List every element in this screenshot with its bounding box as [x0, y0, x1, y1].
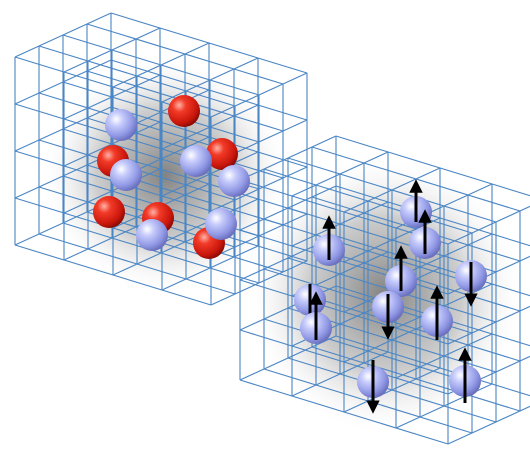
- right-lattice-particles: [294, 179, 487, 414]
- spin-particle: [455, 260, 487, 307]
- spin-particle: [294, 284, 326, 316]
- spin-particle: [372, 291, 404, 340]
- blue-particle: [136, 219, 168, 251]
- spin-particle: [313, 215, 345, 266]
- spin-particle: [300, 291, 332, 344]
- red-particle: [168, 95, 200, 127]
- blue-particle: [180, 145, 212, 177]
- red-particle: [93, 196, 125, 228]
- blue-particle: [110, 159, 142, 191]
- blue-particle: [105, 109, 137, 141]
- spin-particle: [409, 209, 441, 259]
- spin-particle: [449, 347, 481, 403]
- blue-particle: [218, 165, 250, 197]
- spin-particle: [421, 285, 453, 340]
- left-lattice-particles: [93, 95, 250, 259]
- spin-particle: [385, 245, 417, 297]
- spin-particle: [357, 360, 389, 414]
- blue-particle: [205, 208, 237, 240]
- red-particle: [206, 138, 238, 170]
